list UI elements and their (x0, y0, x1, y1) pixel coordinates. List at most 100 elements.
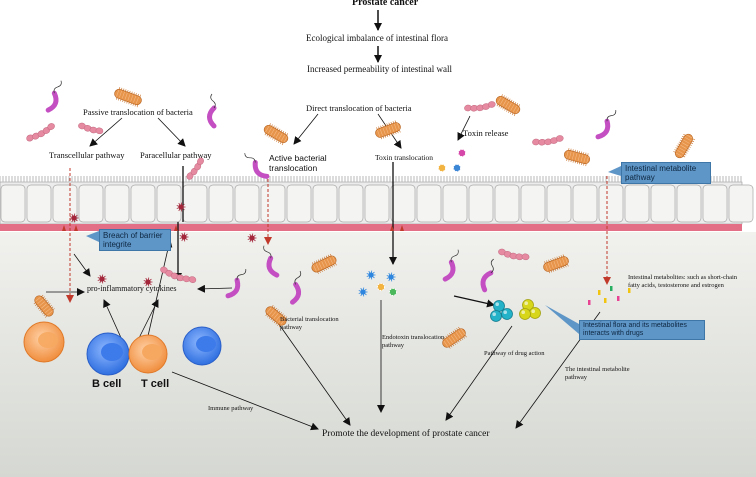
epithelial-cell (0, 184, 26, 223)
cytokine-particle (366, 270, 376, 280)
drug-sphere (519, 308, 531, 320)
barrier-to-cytokine-arrow (73, 253, 91, 277)
epithelial-cell (286, 184, 312, 223)
drugs-callout-pointer (545, 305, 579, 334)
curved-bacterium (244, 153, 270, 179)
toxin-particle (388, 287, 398, 297)
immune-pathway-arrow (171, 371, 319, 431)
microbes (26, 80, 696, 349)
epithelial-cell (572, 184, 598, 223)
cytokine-particle (97, 274, 107, 284)
cytokine-particle (143, 277, 153, 287)
curved-bacterium (263, 245, 280, 278)
epithelial-cell (676, 184, 702, 223)
title-prostate-cancer: Prostate cancer (352, 0, 419, 8)
paracellular-label: Paracellular pathway (140, 150, 212, 160)
epithelial-cell (702, 184, 728, 223)
bacterial-pathway-label: Bacterial translocation pathway (280, 316, 339, 332)
rod-bacterium (563, 148, 591, 167)
epithelial-cell (78, 184, 104, 223)
metabolite-molecule (604, 298, 607, 303)
epithelial-cell (104, 184, 130, 223)
curved-bacterium (225, 269, 247, 299)
barrier-breach-mark (390, 225, 394, 231)
cytokine-particle (176, 202, 186, 212)
toxin-particle (457, 148, 467, 158)
b-cell-right (182, 326, 222, 366)
rod-bacterium (311, 253, 337, 274)
epithelial-cell (442, 184, 468, 223)
epithelial-cell (156, 184, 182, 223)
toxin-particle (452, 163, 462, 173)
epithelial-cell (26, 184, 52, 223)
rod-bacterium (673, 133, 696, 159)
rod-bacterium (265, 305, 288, 328)
epithelial-cell (468, 184, 494, 223)
cytokine-particle (358, 287, 368, 297)
b-cell-label: B cell (92, 378, 122, 390)
flora-drugs-callout: Intestinal flora and its metabolites int… (579, 320, 705, 341)
cytokine-particle (179, 232, 189, 242)
curved-bacterium (480, 258, 494, 293)
barrier-breach-mark (62, 225, 66, 231)
epithelial-cell (390, 184, 416, 223)
curved-bacterium (442, 249, 459, 282)
toxin-translocation-label: Toxin translocation (375, 153, 434, 162)
arrow-to-transcellular (89, 117, 123, 147)
epithelial-cell (728, 184, 754, 223)
chain-bacterium (464, 101, 496, 112)
metabolite-molecule (610, 286, 613, 291)
passive-translocation-label: Passive translocation of bacteria (83, 107, 193, 117)
active-translocation-label: Active bacterial translocation (269, 153, 327, 174)
bcell-to-cytokines-arrow (103, 299, 123, 341)
drug-sphere (490, 310, 502, 322)
metabolite-callout-pointer (608, 166, 621, 176)
barrier-callout-pointer (86, 231, 99, 242)
t-cell (128, 334, 168, 374)
epithelial-cell (494, 184, 520, 223)
tcell-to-barrier-arrow (147, 239, 173, 337)
barrier-breach-mark (174, 225, 178, 231)
rod-bacterium (495, 94, 521, 117)
barrier-breach-mark (74, 225, 78, 231)
metabolite-pathway-callout: Intestinal metabolite pathway (621, 162, 711, 185)
rod-bacterium (263, 123, 289, 146)
metabolite-molecule (617, 296, 620, 301)
epithelial-cell (52, 184, 78, 223)
chain-bacterium (498, 248, 530, 261)
rod-bacterium (33, 294, 55, 318)
metabolite-molecule (588, 300, 591, 305)
cytokine-particle (69, 213, 79, 223)
bacteria-to-cytokines-arrow (197, 284, 233, 293)
outcome-label: Promote the development of prostate canc… (322, 429, 490, 439)
rod-bacterium (441, 326, 467, 349)
drug-sphere (529, 307, 541, 319)
rod-bacterium (543, 254, 569, 274)
curved-bacterium (207, 93, 217, 129)
immune-pathway-label: Immune pathway (208, 405, 254, 412)
transcellular-label: Transcellular pathway (49, 150, 125, 160)
curved-bacterium (289, 270, 302, 305)
cytokine-particle (386, 272, 396, 282)
bacteria-to-drug-arrow (453, 295, 495, 308)
chain-bacterium (186, 157, 204, 180)
arrow-to-active (293, 113, 319, 145)
rod-bacterium (375, 120, 401, 140)
curved-bacterium (45, 80, 62, 113)
chain-bacterium (160, 266, 197, 283)
metabolite-molecule (598, 290, 601, 295)
epithelial-cell (260, 184, 286, 223)
epithelial-cell (312, 184, 338, 223)
epithelial-cell (364, 184, 390, 223)
epithelial-cell (520, 184, 546, 223)
epithelial-cell (130, 184, 156, 223)
basement-membrane (0, 224, 742, 231)
epithelial-cell (598, 184, 624, 223)
epithelial-cell (208, 184, 234, 223)
drug-sphere (501, 308, 513, 320)
curved-bacterium (595, 110, 617, 140)
rod-bacterium (114, 87, 142, 108)
bacterial-pathway-arrow (275, 319, 351, 426)
toxin-release-label: Toxin release (463, 128, 509, 138)
